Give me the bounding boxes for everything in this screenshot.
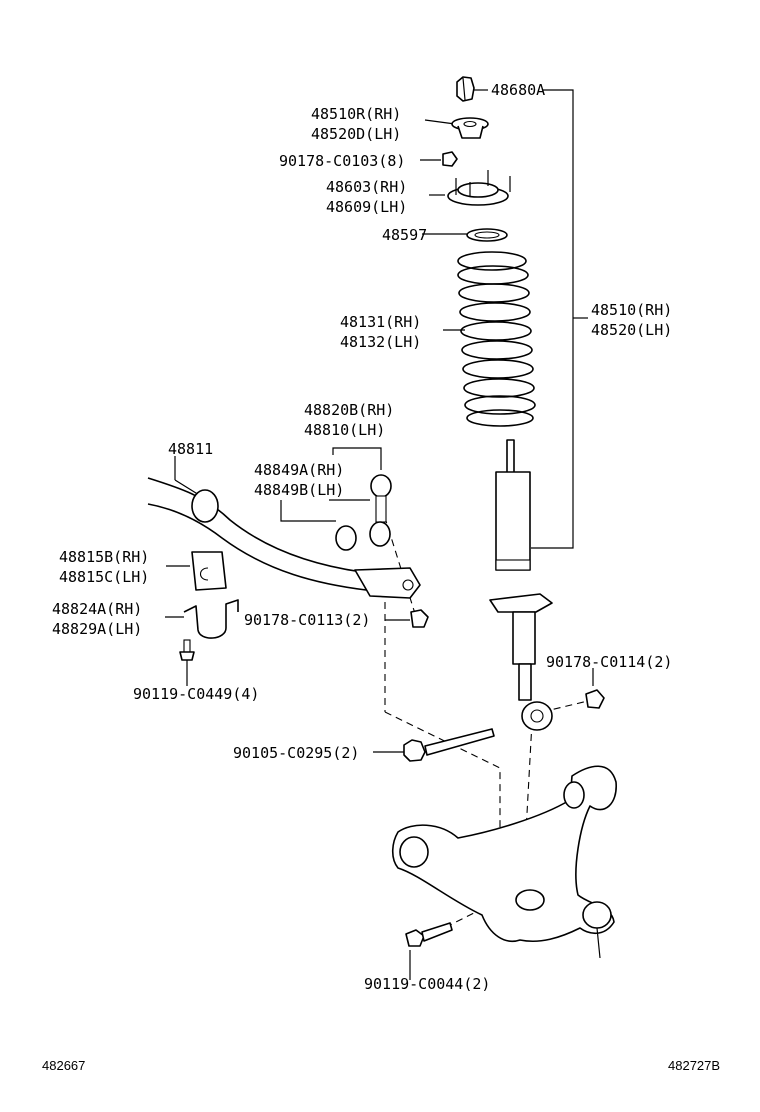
label-48820b: 48820B(RH) — [304, 401, 394, 419]
label-48603: 48603(RH) — [326, 178, 407, 196]
lower-control-arm — [391, 765, 617, 959]
nut-90178-c0103 — [442, 151, 458, 167]
label-48824a: 48824A(RH) — [52, 600, 142, 618]
stabilizer-bushing-48815b — [191, 551, 227, 591]
coil-spring-48131 — [457, 251, 536, 427]
label-90178-c0113: 90178-C0113(2) — [244, 611, 370, 629]
label-48829a: 48829A(LH) — [52, 620, 142, 638]
nut-90178-c0114 — [585, 689, 605, 709]
bolt-90105-c0295 — [403, 728, 495, 762]
part-labels: 48680A 48510R(RH) 48520D(LH) 90178-C0103… — [52, 81, 672, 993]
leader-lines — [165, 89, 594, 980]
stabilizer-bracket-48824a — [183, 599, 239, 639]
footer-refs: 482667 482727B — [42, 1058, 720, 1073]
label-48520-lh: 48520(LH) — [591, 321, 672, 339]
label-48815b: 48815B(RH) — [59, 548, 149, 566]
link-cushion-48849a — [335, 521, 391, 551]
upper-bushing-48510r — [451, 117, 489, 139]
label-48815c: 48815C(LH) — [59, 568, 149, 586]
label-90105-c0295: 90105-C0295(2) — [233, 744, 359, 762]
label-48510r: 48510R(RH) — [311, 105, 401, 123]
nut-48680a — [456, 76, 475, 102]
stabilizer-bar-48811 — [147, 477, 421, 599]
label-48811: 48811 — [168, 440, 213, 458]
label-48680a: 48680A — [491, 81, 545, 99]
illustration-ref-right: 482727B — [668, 1058, 720, 1073]
bolt-90119-c0449 — [179, 639, 195, 661]
label-48810: 48810(LH) — [304, 421, 385, 439]
stabilizer-link-48820b — [370, 474, 392, 523]
label-48520d: 48520D(LH) — [311, 125, 401, 143]
label-48132: 48132(LH) — [340, 333, 421, 351]
label-90178-c0103: 90178-C0103(8) — [279, 152, 405, 170]
label-48609: 48609(LH) — [326, 198, 407, 216]
label-90119-c0044: 90119-C0044(2) — [364, 975, 490, 993]
illustration-ref-left: 482667 — [42, 1058, 85, 1073]
label-48510-rh: 48510(RH) — [591, 301, 672, 319]
label-48597: 48597 — [382, 226, 427, 244]
label-48131: 48131(RH) — [340, 313, 421, 331]
label-48849a: 48849A(RH) — [254, 461, 344, 479]
bolt-90119-c0044 — [405, 922, 453, 947]
spring-seat-48597 — [466, 228, 508, 242]
nut-90178-c0113 — [410, 609, 429, 628]
upper-support-48603 — [447, 170, 511, 206]
label-90119-c0449: 90119-C0449(4) — [133, 685, 259, 703]
label-90178-c0114: 90178-C0114(2) — [546, 653, 672, 671]
shock-absorber-48510 — [489, 439, 553, 731]
label-48849b: 48849B(LH) — [254, 481, 344, 499]
